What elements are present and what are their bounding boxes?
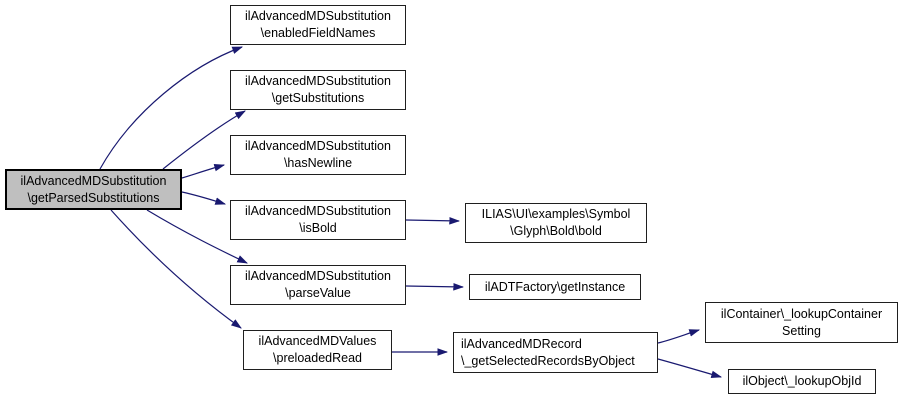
graph-node-label: \hasNewline <box>283 156 353 170</box>
edge-isBold-to-symbolGlyphBold <box>405 217 461 225</box>
graph-node-label: \preloadedRead <box>273 351 362 365</box>
edge-getSelectedRecordsByObject-to-lookupObjId <box>657 358 723 378</box>
graph-node-parseValue[interactable]: ilAdvancedMDSubstitution \parseValue <box>230 265 406 305</box>
edge-getParsedSubstitutions-to-preloadedRead <box>110 209 242 329</box>
graph-node-label: ilAdvancedMDSubstitution <box>245 204 391 218</box>
graph-node-label: ilAdvancedMDValues <box>258 334 377 348</box>
graph-node-label: ilAdvancedMDSubstitution <box>245 139 391 153</box>
edge-getParsedSubstitutions-to-isBold <box>181 191 227 205</box>
graph-node-symbolGlyphBold[interactable]: ILIAS\UI\examples\Symbol \Glyph\Bold\bold <box>465 203 647 243</box>
graph-node-label: ilAdvancedMDSubstitution <box>245 74 391 88</box>
graph-node-isBold[interactable]: ilAdvancedMDSubstitution \isBold <box>230 200 406 240</box>
edge-getSelectedRecordsByObject-to-lookupContainerSetting <box>657 329 701 344</box>
graph-node-getSubstitutions[interactable]: ilAdvancedMDSubstitution \getSubstitution… <box>230 70 406 110</box>
graph-node-label: ilAdvancedMDSubstitution <box>20 173 167 188</box>
graph-node-label: \enabledFieldNames <box>260 26 376 40</box>
graph-node-label: \_getSelectedRecordsByObject <box>461 353 635 368</box>
edge-getParsedSubstitutions-to-enabledFieldNames <box>99 46 244 170</box>
graph-node-label: \Glyph\Bold\bold <box>510 224 602 238</box>
graph-node-label: ilADTFactory\getInstance <box>484 279 626 294</box>
graph-node-preloadedRead[interactable]: ilAdvancedMDValues \preloadedRead <box>243 330 392 370</box>
graph-node-label: \getParsedSubstitutions <box>27 190 160 205</box>
graph-node-label: ilContainer\_lookupContainer <box>720 306 883 321</box>
graph-node-label: ilAdvancedMDSubstitution <box>245 9 391 23</box>
edge-getParsedSubstitutions-to-hasNewline <box>181 164 226 179</box>
graph-node-label: \isBold <box>299 221 337 235</box>
graph-node-lookupObjId[interactable]: ilObject\_lookupObjId <box>728 369 876 394</box>
graph-node-label: ILIAS\UI\examples\Symbol <box>481 207 631 221</box>
graph-node-label: \parseValue <box>285 286 351 300</box>
graph-node-label: ilAdvancedMDSubstitution <box>245 269 391 283</box>
graph-node-label: ilAdvancedMDRecord <box>461 336 582 351</box>
graph-node-label: \getSubstitutions <box>271 91 365 105</box>
graph-node-getSelectedRecordsByObject[interactable]: ilAdvancedMDRecord \_getSelectedRecordsBy… <box>453 332 658 373</box>
graph-node-enabledFieldNames[interactable]: ilAdvancedMDSubstitution \enabledFieldNam… <box>230 5 406 45</box>
graph-node-label: Setting <box>782 323 821 338</box>
graph-node-getParsedSubstitutions: ilAdvancedMDSubstitution \getParsedSubsti… <box>5 169 182 210</box>
graph-node-hasNewline[interactable]: ilAdvancedMDSubstitution \hasNewline <box>230 135 406 175</box>
graph-node-getInstance[interactable]: ilADTFactory\getInstance <box>469 274 641 300</box>
graph-node-label: ilObject\_lookupObjId <box>742 374 862 388</box>
edge-parseValue-to-getInstance <box>405 283 465 291</box>
